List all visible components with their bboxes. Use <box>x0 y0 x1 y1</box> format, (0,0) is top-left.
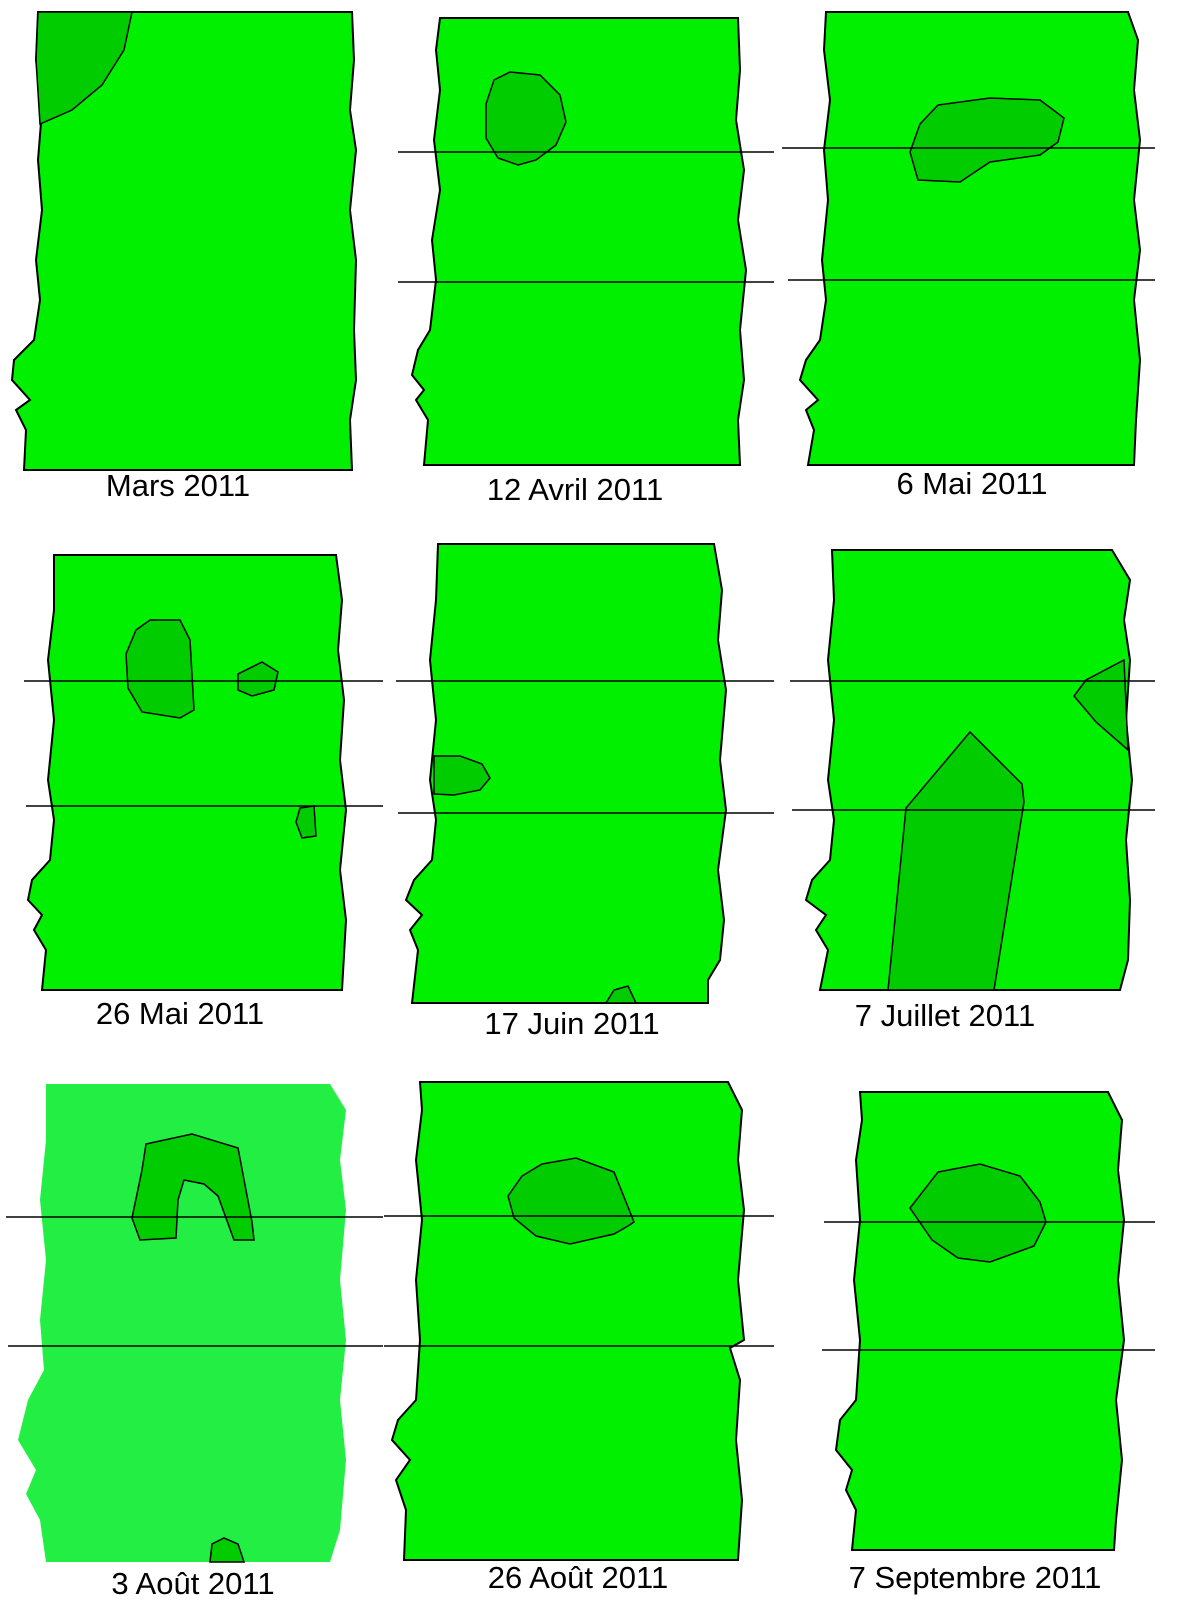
field-outline <box>392 1082 744 1560</box>
panel-26-aout-2011 <box>384 1082 774 1560</box>
panel-label: 26 Mai 2011 <box>96 998 264 1029</box>
patch <box>126 620 194 718</box>
panel-label: 7 Juillet 2011 <box>855 1000 1035 1031</box>
panel-6-mai-2011 <box>782 12 1155 465</box>
panel-7-septembre-2011 <box>822 1092 1155 1550</box>
panel-mars-2011 <box>12 12 356 470</box>
panel-26-mai-2011 <box>24 555 383 990</box>
panel-label: 7 Septembre 2011 <box>849 1562 1102 1593</box>
field-outline <box>28 555 346 990</box>
field-outline <box>412 18 746 465</box>
panel-avril-2011 <box>398 18 774 465</box>
panel-label: 6 Mai 2011 <box>896 468 1047 499</box>
panel-17-juin-2011 <box>396 544 774 1003</box>
panel-label: 17 Juin 2011 <box>484 1008 659 1039</box>
panel-3-aout-2011 <box>6 1084 383 1562</box>
panel-7-juillet-2011 <box>790 550 1155 990</box>
panel-label: 26 Août 2011 <box>488 1562 668 1593</box>
field-outline <box>836 1092 1124 1550</box>
panel-label: 3 Août 2011 <box>111 1568 274 1599</box>
panel-label: 12 Avril 2011 <box>487 474 663 505</box>
field-outline <box>800 12 1140 465</box>
panel-label: Mars 2011 <box>106 470 250 501</box>
